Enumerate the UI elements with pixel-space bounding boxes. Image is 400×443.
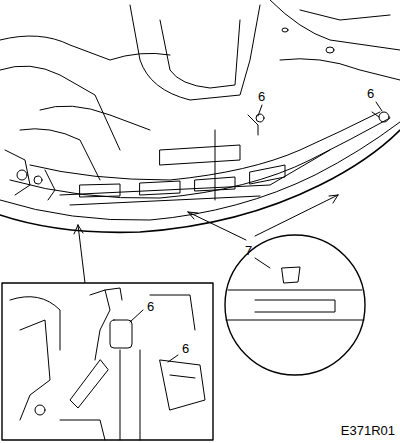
callout-number: 7 (244, 244, 253, 257)
figure-code: E371R01 (340, 424, 396, 437)
callout-number: 6 (366, 87, 375, 100)
callout-number: 6 (257, 90, 266, 103)
callout-number: 6 (146, 300, 155, 313)
callout-number: 6 (181, 342, 190, 355)
